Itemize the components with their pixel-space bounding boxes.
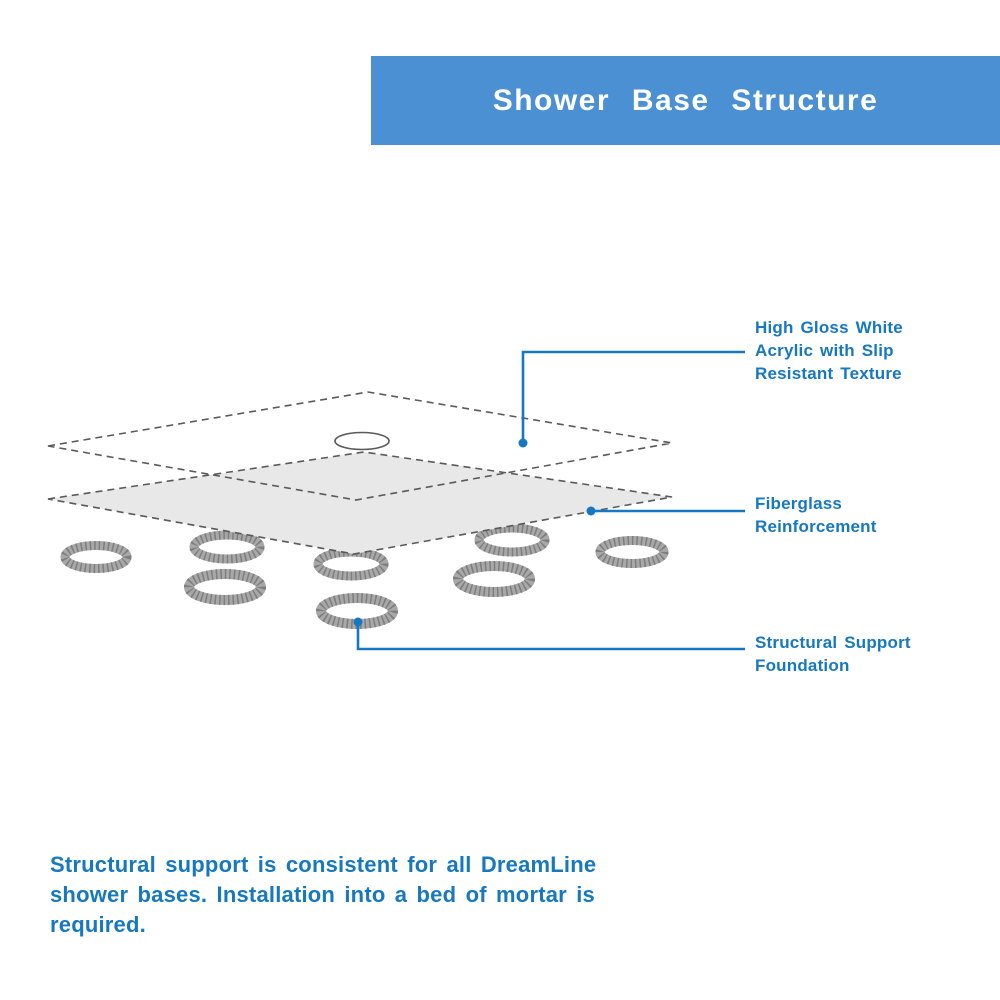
callout-fiberglass-line1: Fiberglass	[755, 494, 843, 513]
support-ring	[60, 541, 132, 573]
callout-fiberglass: Fiberglass Reinforcement	[755, 492, 877, 538]
support-ring	[189, 530, 265, 564]
support-ring	[184, 569, 266, 605]
leader-fiberglass	[586, 506, 745, 516]
leader-dot-fiberglass	[586, 506, 596, 516]
callout-support-line1: Structural Support	[755, 633, 911, 652]
callout-acrylic: High Gloss White Acrylic with Slip Resis…	[755, 316, 903, 385]
drain-ellipse	[334, 431, 390, 451]
callout-fiberglass-line2: Reinforcement	[755, 517, 877, 536]
fiberglass-layer	[47, 451, 673, 555]
callout-support-line2: Foundation	[755, 656, 850, 675]
leader-acrylic	[518, 350, 745, 448]
support-ring	[595, 536, 669, 568]
leader-dot-acrylic	[518, 438, 528, 448]
support-ring	[313, 547, 389, 581]
callout-support: Structural Support Foundation	[755, 631, 911, 677]
leader-dot-support	[353, 617, 363, 627]
support-ring	[474, 523, 550, 557]
callout-acrylic-line3: Resistant Texture	[755, 364, 902, 383]
callout-acrylic-line2: Acrylic with Slip	[755, 341, 894, 360]
acrylic-layer-outline	[47, 391, 673, 501]
header-banner: Shower Base Structure	[371, 56, 1000, 145]
callout-acrylic-line1: High Gloss White	[755, 318, 903, 337]
support-ring	[453, 561, 535, 597]
page-title: Shower Base Structure	[492, 83, 879, 117]
footer-note: Structural support is consistent for all…	[50, 852, 597, 937]
leader-support	[353, 617, 745, 651]
